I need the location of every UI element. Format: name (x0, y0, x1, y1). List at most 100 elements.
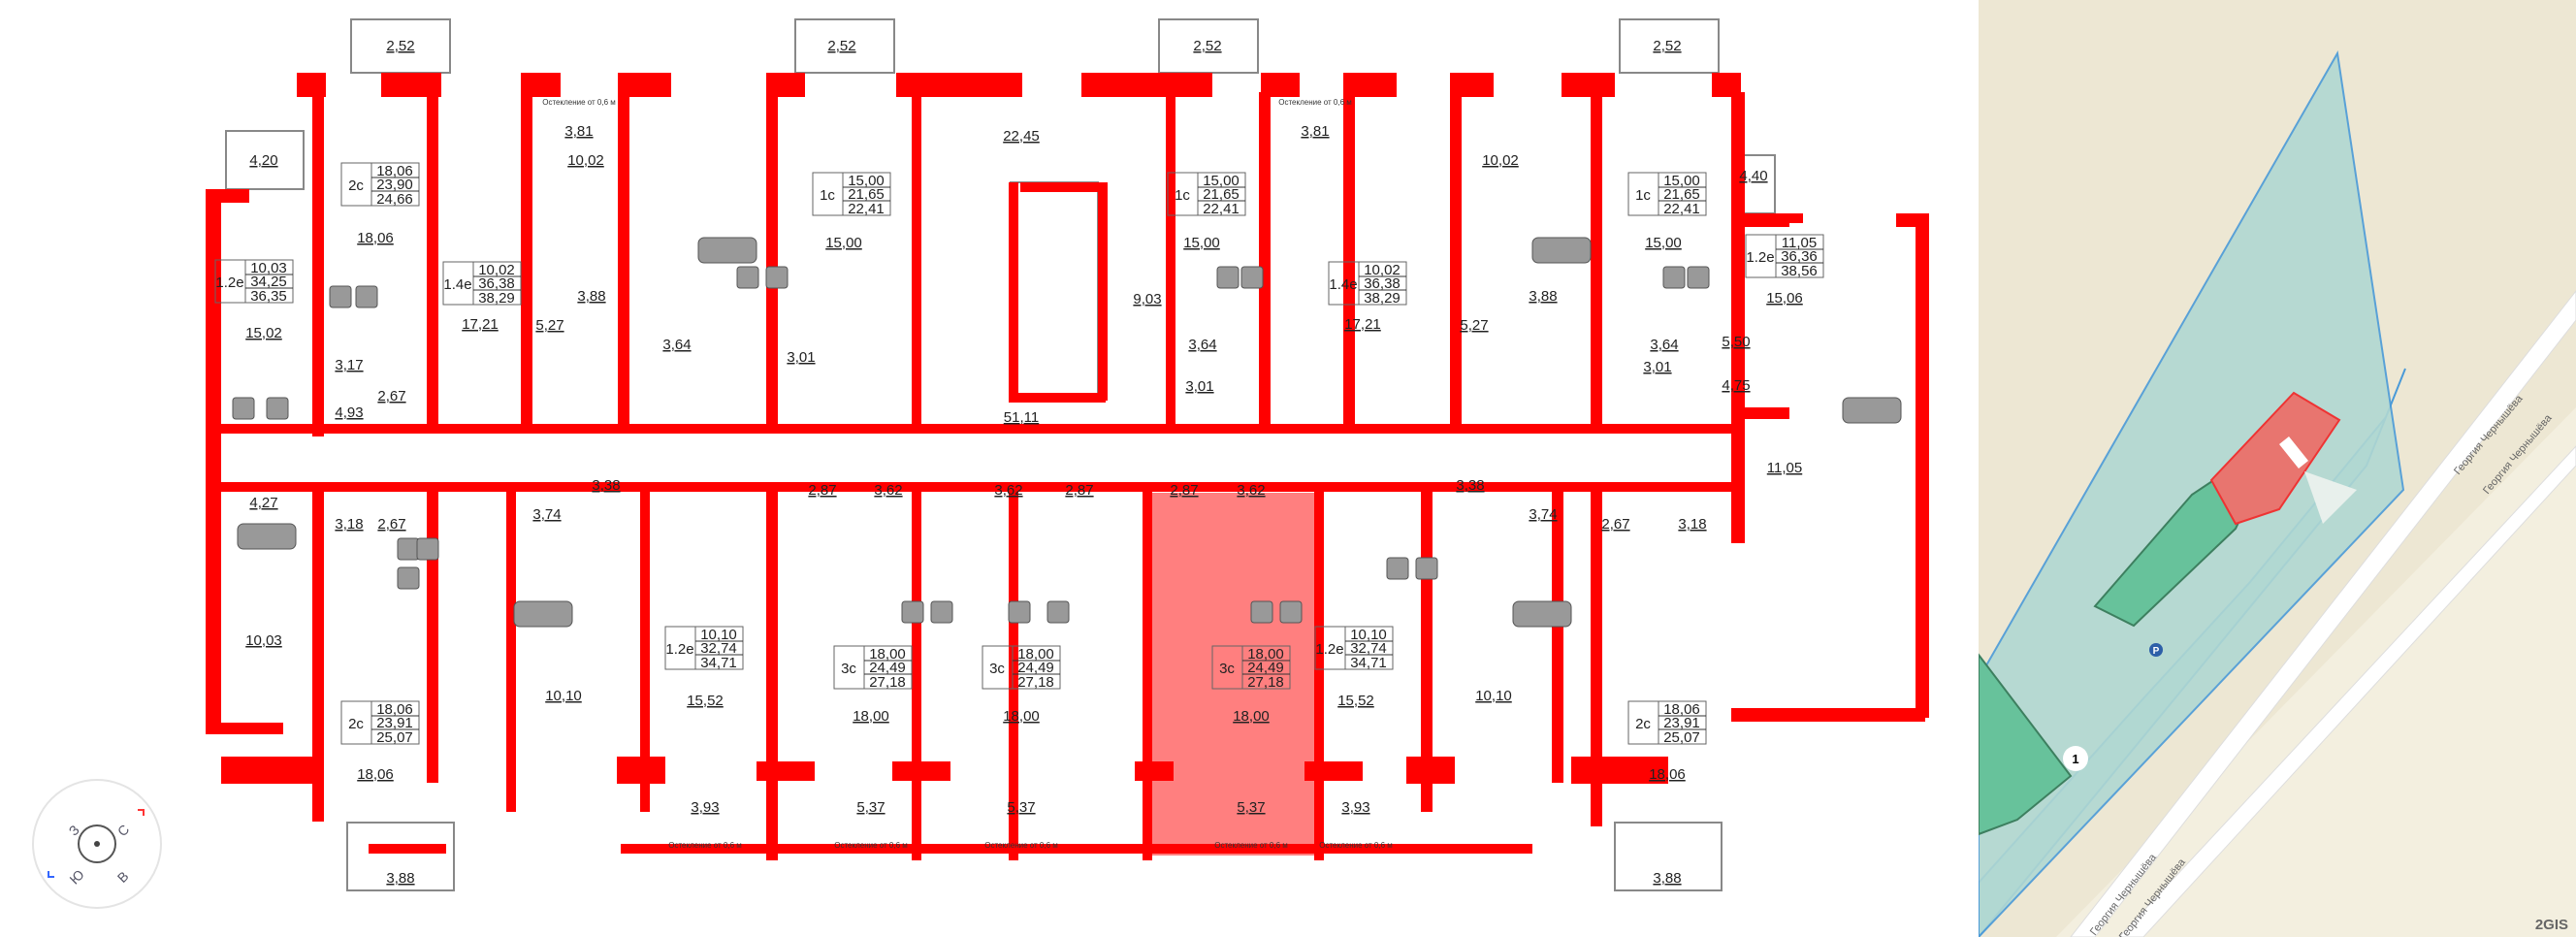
total-area: 36,38 (478, 275, 515, 292)
wall-segment (1435, 844, 1532, 854)
neighbor-building[interactable] (1979, 653, 2073, 836)
total-area-with-balcony: 38,56 (1781, 263, 1818, 279)
room-area: 2,67 (1601, 516, 1629, 533)
fixture (397, 566, 420, 590)
fixture (765, 266, 789, 289)
room-area: 2,87 (808, 482, 836, 499)
total-area: 21,65 (848, 186, 885, 203)
total-area-with-balcony: 25,07 (1663, 729, 1700, 746)
room-area: 18,00 (853, 708, 889, 725)
room-area: 10,03 (245, 632, 282, 649)
room-area: 3,62 (1237, 482, 1265, 499)
selected-building[interactable] (2209, 391, 2341, 526)
fixture (1250, 600, 1273, 624)
fixtures (232, 237, 1902, 628)
room-area: 3,18 (1678, 516, 1706, 533)
total-area-with-balcony: 25,07 (376, 729, 413, 746)
outline (794, 18, 895, 74)
glazing-note: Остекление от 0,6 м (984, 841, 1058, 850)
wall-segment (1896, 213, 1929, 227)
compass[interactable]: С В Ю З (29, 776, 165, 912)
room-area: 2,67 (377, 516, 405, 533)
apartment-type: 1.2е (1315, 641, 1343, 658)
living-area: 18,06 (376, 701, 413, 718)
wall-segment (1314, 492, 1324, 860)
glazing-note: Остекление от 0,6 м (1319, 841, 1393, 850)
outline (1010, 181, 1099, 402)
parking-icon-letter: P (2153, 646, 2160, 657)
apartment-type: 2с (348, 716, 364, 732)
apartment-type: 1.4е (443, 276, 471, 293)
glazing-note: Остекление от 0,6 м (668, 841, 742, 850)
walls (206, 73, 1929, 860)
parking-icon[interactable] (2149, 643, 2163, 657)
room-area: 18,06 (1649, 766, 1686, 783)
road (2118, 445, 2576, 937)
selected-apartment-highlight[interactable] (1152, 493, 1317, 856)
apartment-type: 2с (1635, 716, 1651, 732)
room-area: 4,20 (249, 152, 277, 169)
total-area: 32,74 (700, 640, 737, 657)
room-area: 18,00 (1003, 708, 1040, 725)
bathtub (1512, 600, 1572, 628)
fixture (355, 285, 378, 308)
wall-segment (1143, 492, 1152, 860)
wall-segment (1259, 92, 1271, 432)
living-area: 15,00 (848, 173, 885, 189)
wall-segment (521, 92, 532, 427)
bathtub (1842, 397, 1902, 424)
wall-segment (1789, 213, 1803, 223)
room-area: 3,01 (1643, 359, 1671, 375)
wall-segment (506, 492, 516, 812)
room-area: 15,00 (1183, 235, 1220, 251)
fixture (266, 397, 289, 420)
room-area: 3,64 (1650, 337, 1678, 353)
apartment-type: 1с (1175, 187, 1190, 204)
total-area-with-balcony: 22,41 (1663, 201, 1700, 217)
road (2070, 290, 2576, 937)
map-attribution[interactable]: 2GIS (2535, 917, 2568, 933)
wall-segment (1009, 492, 1018, 860)
wall-segment (221, 424, 1734, 434)
living-area: 10,02 (1364, 262, 1401, 278)
room-area: 9,03 (1133, 291, 1161, 307)
room-area: 3,62 (994, 482, 1022, 499)
room-area: 15,00 (825, 235, 862, 251)
room-area: 3,64 (1188, 337, 1216, 353)
total-area-with-balcony: 34,71 (700, 655, 737, 671)
fixture (1687, 266, 1710, 289)
total-area-with-balcony: 24,66 (376, 191, 413, 208)
fixture (329, 285, 352, 308)
bathtub (1531, 237, 1592, 264)
room-area: 2,67 (377, 388, 405, 404)
outline (225, 130, 305, 190)
fixture (232, 397, 255, 420)
room-area: 3,64 (662, 337, 691, 353)
location-map[interactable]: P 1 Георгия Чернышёва Георгия Чернышёва … (1979, 0, 2576, 937)
entrance-marker[interactable] (2063, 746, 2088, 771)
living-area: 18,00 (869, 646, 906, 662)
wall-segment (1009, 393, 1106, 403)
room-area: 4,40 (1739, 168, 1767, 184)
view-direction-cone (2304, 471, 2357, 524)
entrance-marker-number: 1 (2072, 752, 2078, 766)
wall-segment (1304, 761, 1363, 781)
wall-segment (312, 92, 324, 436)
